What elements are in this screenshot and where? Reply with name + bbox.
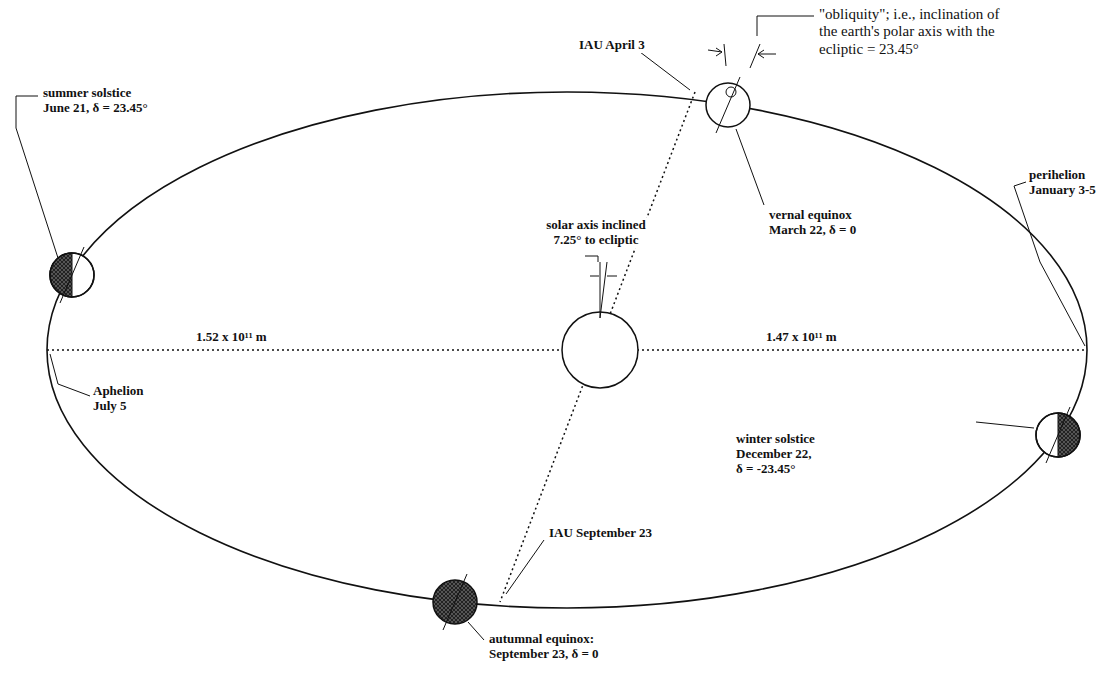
leader-line [506, 540, 544, 594]
callout-label: "obliquity"; i.e., inclination of the ea… [818, 6, 1015, 58]
obliquity-tick [724, 44, 726, 66]
earth-vernal [706, 77, 750, 133]
leader-line [1014, 182, 1085, 346]
callout-label: autumnal equinox: September 23, δ = 0 [488, 632, 615, 662]
earth-autumnal [433, 574, 477, 630]
solar-axis-tilted [600, 262, 607, 318]
callout-label: IAU April 3 [578, 38, 646, 53]
sun-circle [562, 312, 638, 388]
leader-line [736, 129, 764, 205]
leader-line [16, 96, 58, 258]
callout-label: vernal equinox March 22, δ = 0 [768, 208, 870, 238]
angle-arrow [758, 50, 776, 58]
callout-label: 1.47 x 10¹¹ m [765, 330, 838, 345]
leader-line [976, 422, 1034, 428]
leader-line [757, 16, 814, 36]
leader-line [50, 354, 90, 396]
callout-label: solar axis inclined 7.25° to ecliptic [538, 218, 654, 248]
callout-label: 1.52 x 10¹¹ m [195, 330, 268, 345]
solar-axis [600, 262, 601, 318]
earth-summer [50, 247, 94, 303]
angle-arrow [708, 48, 722, 56]
obliquity-tick [750, 44, 760, 68]
leader-line [468, 622, 484, 640]
callout-label: IAU September 23 [548, 526, 653, 541]
equinox-line [500, 92, 695, 602]
leader-line [640, 52, 690, 90]
callout-label: summer solstice June 21, δ = 23.45° [42, 86, 157, 116]
angle-arrow [590, 276, 599, 277]
callout-label: winter solstice December 22, δ = -23.45° [735, 432, 818, 477]
orbit-ellipse [47, 92, 1087, 608]
leader-line [585, 256, 598, 262]
earth-winter [1036, 407, 1080, 463]
angle-arrow [607, 276, 617, 277]
callout-label: perihelion January 3-5 [1028, 168, 1106, 198]
callout-label: Aphelion July 5 [92, 384, 159, 414]
